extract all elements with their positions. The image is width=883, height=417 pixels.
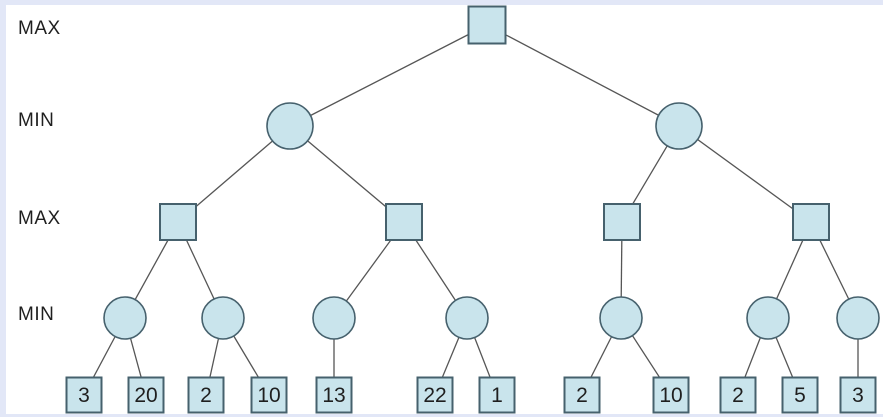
leaf-value: 3 (852, 384, 864, 407)
min-node-circle (445, 296, 489, 340)
row-label-max-1: MAX (18, 18, 61, 39)
leaf-value: 22 (423, 384, 446, 407)
tree-edge (486, 24, 680, 127)
leaf-value: 5 (794, 384, 806, 407)
frame-bottom (0, 414, 883, 417)
max-node-square (792, 203, 830, 241)
leaf-value: 13 (322, 384, 345, 407)
leaf-node-square (563, 376, 601, 414)
min-node-circle (201, 296, 245, 340)
leaf-value: 3 (78, 384, 90, 407)
leaf-node-square (839, 376, 877, 414)
leaf-node-square (250, 376, 288, 414)
max-node-square (159, 203, 197, 241)
leaf-node-square (416, 376, 454, 414)
tree-edge (678, 125, 812, 223)
max-node-square (603, 203, 641, 241)
leaf-value: 10 (257, 384, 280, 407)
leaf-node-square (478, 376, 516, 414)
min-node-circle (312, 296, 356, 340)
max-node-square (467, 5, 507, 45)
min-node-circle (746, 296, 790, 340)
row-label-min-2: MIN (18, 304, 55, 325)
frame-left (0, 0, 6, 417)
min-node-circle (266, 102, 314, 150)
leaf-value: 1 (491, 384, 503, 407)
leaf-value: 2 (200, 384, 212, 407)
frame-top (0, 0, 883, 5)
min-node-circle (836, 296, 880, 340)
min-node-circle (599, 296, 643, 340)
leaf-node-square (65, 376, 103, 414)
leaf-node-square (719, 376, 757, 414)
row-label-max-2: MAX (18, 208, 61, 229)
leaf-node-square (652, 376, 690, 414)
max-node-square (385, 203, 423, 241)
min-node-circle (103, 296, 147, 340)
leaf-value: 2 (576, 384, 588, 407)
row-label-min-1: MIN (18, 110, 55, 131)
leaf-node-square (127, 376, 165, 414)
leaf-value: 10 (659, 384, 682, 407)
leaf-value: 20 (134, 384, 157, 407)
leaf-node-square (315, 376, 353, 414)
leaf-value: 2 (732, 384, 744, 407)
tree-edge (289, 24, 488, 127)
leaf-node-square (781, 376, 819, 414)
leaf-node-square (187, 376, 225, 414)
min-node-circle (655, 102, 703, 150)
